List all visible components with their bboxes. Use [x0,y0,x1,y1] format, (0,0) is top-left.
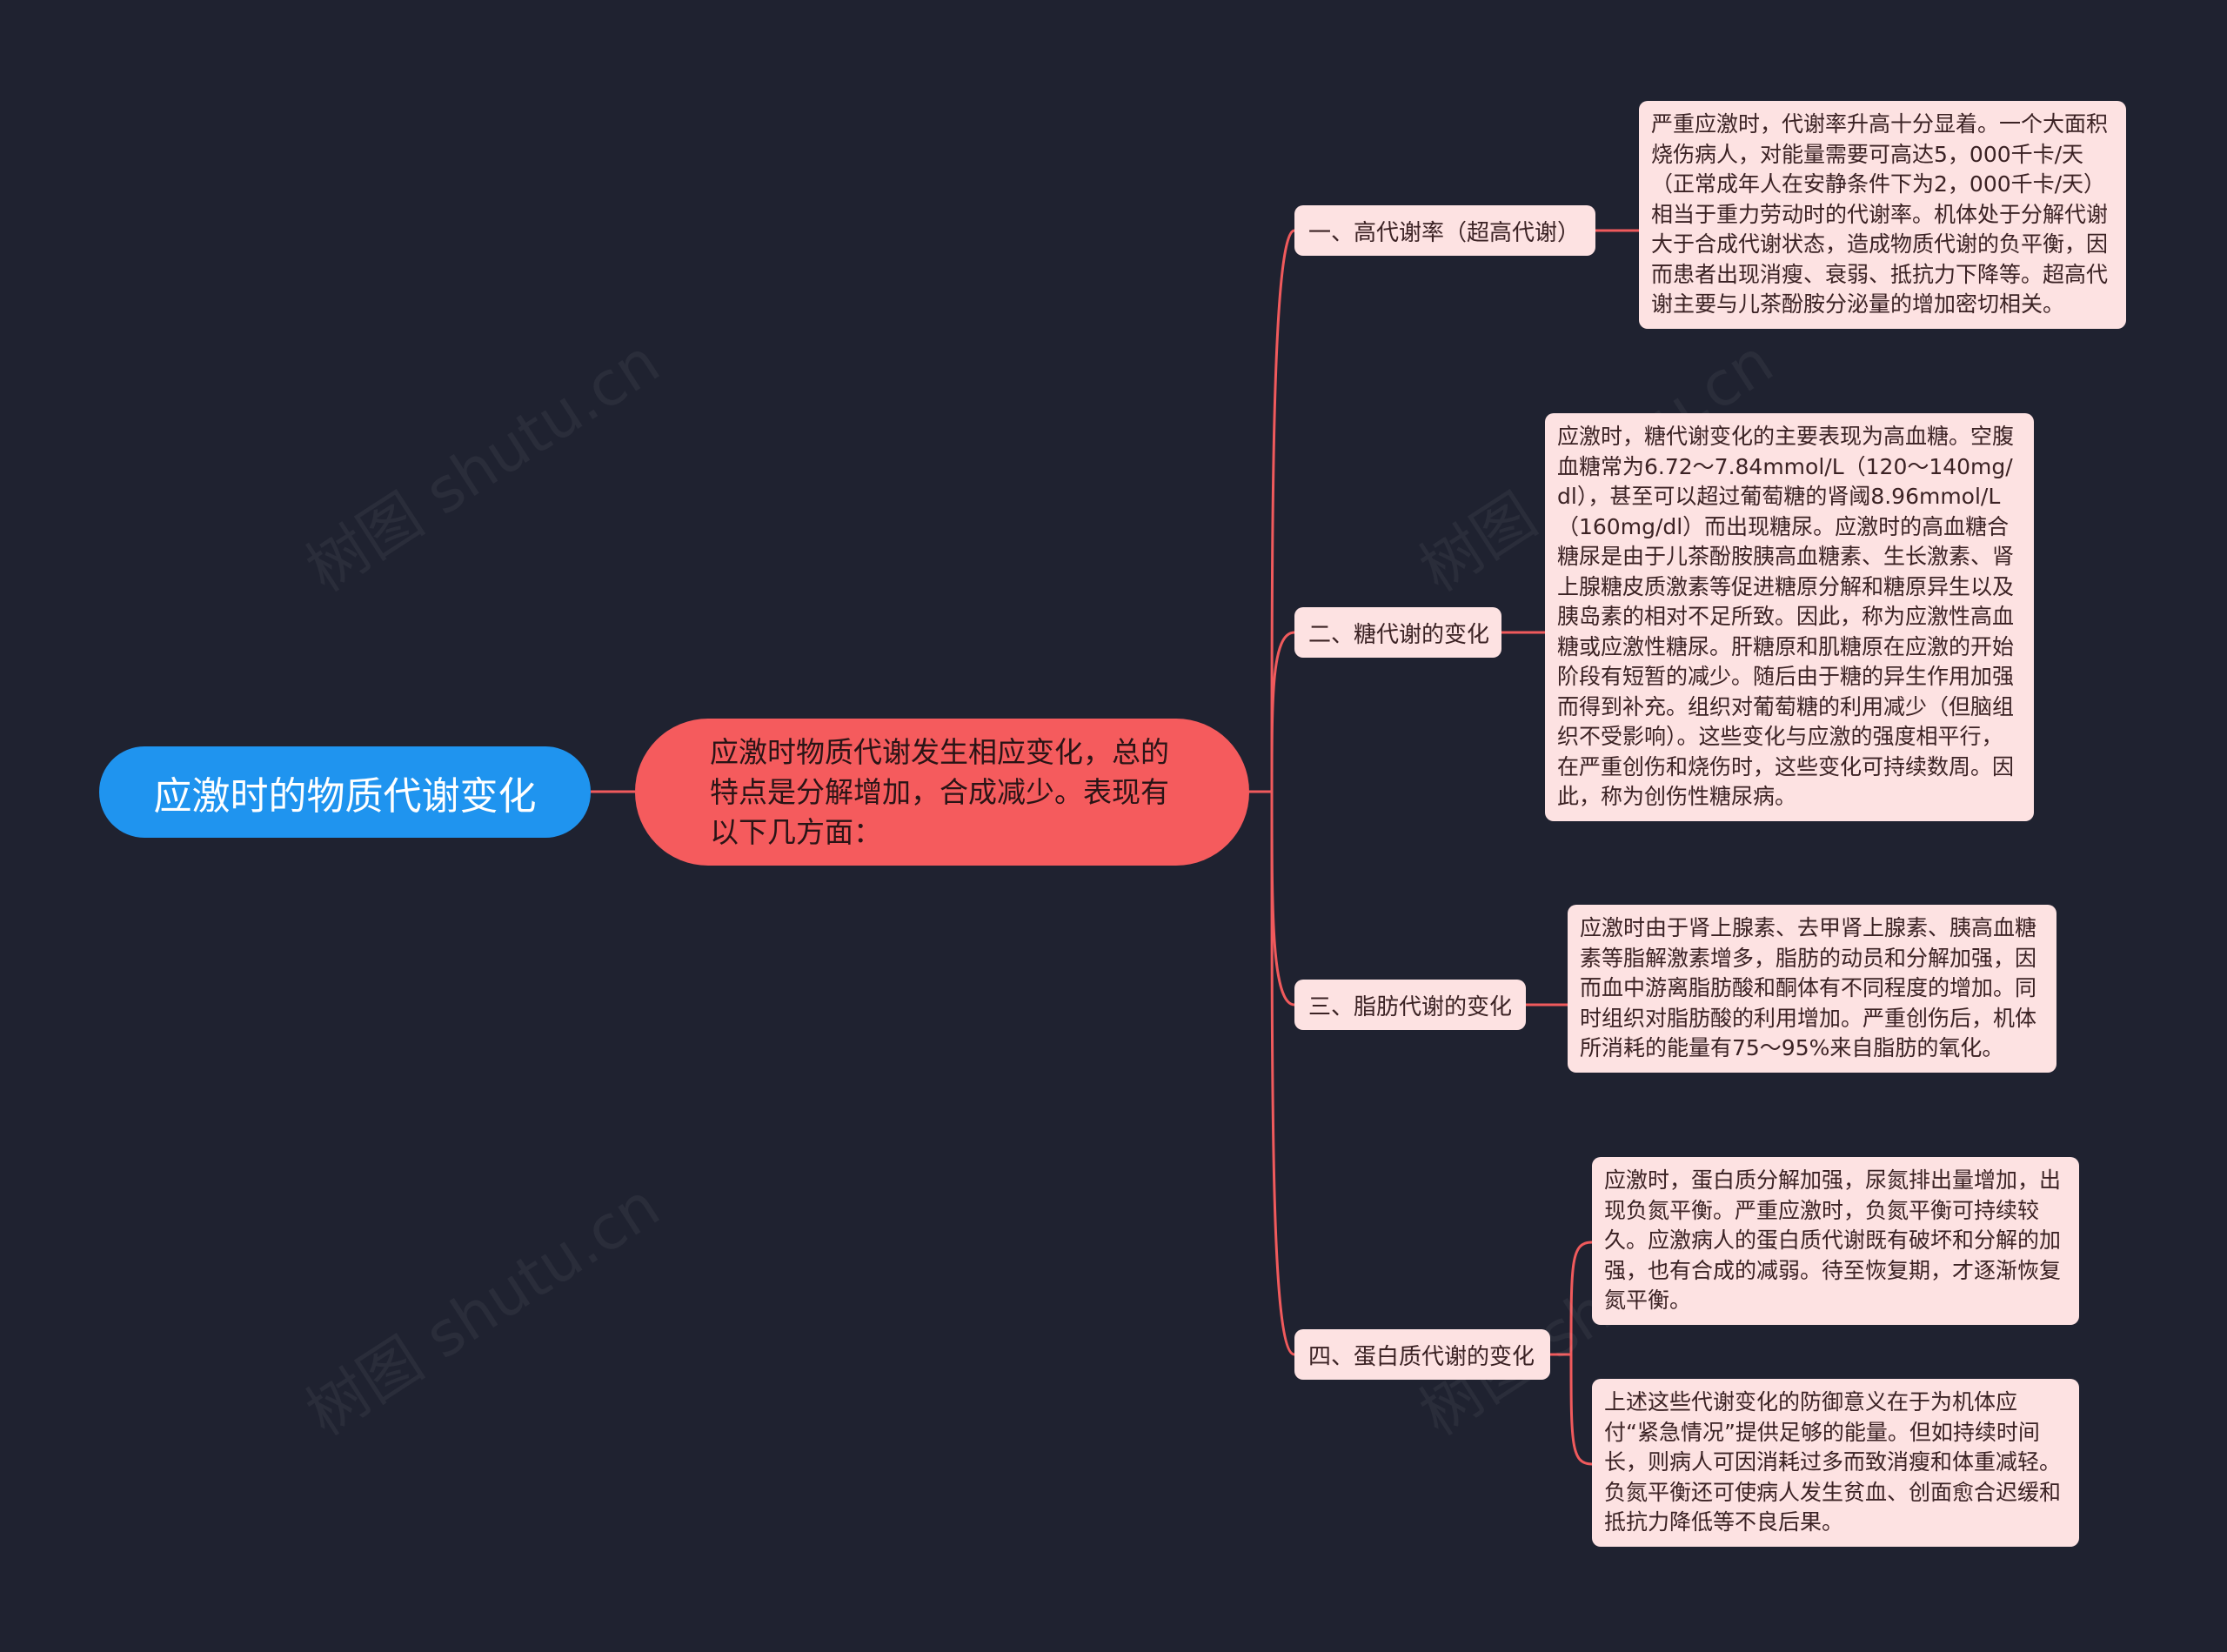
leaf-fat-detail[interactable]: 应激时由于肾上腺素、去甲肾上腺素、胰高血糖素等脂解激素增多，脂肪的动员和分解加强… [1568,905,2056,1073]
leaf-text: 严重应激时，代谢率升高十分显着。一个大面积烧伤病人，对能量需要可高达5，000千… [1651,111,2109,317]
connector-branch-3 [1270,791,1295,1007]
central-topic[interactable]: 应激时物质代谢发生相应变化，总的特点是分解增加，合成减少。表现有以下几方面： [635,719,1249,866]
branch-label: 三、脂肪代谢的变化 [1308,993,1513,1020]
branch-high-metabolism[interactable]: 一、高代谢率（超高代谢） [1294,205,1595,256]
root-topic[interactable]: 应激时的物质代谢变化 [99,746,591,838]
branch-fat-metabolism[interactable]: 三、脂肪代谢的变化 [1294,980,1526,1030]
leaf-text: 应激时由于肾上腺素、去甲肾上腺素、胰高血糖素等脂解激素增多，脂肪的动员和分解加强… [1580,915,2037,1060]
connector-leaf-4b [1569,1354,1593,1466]
leaf-high-metabolism-detail[interactable]: 严重应激时，代谢率升高十分显着。一个大面积烧伤病人，对能量需要可高达5，000千… [1639,101,2126,329]
branch-label: 一、高代谢率（超高代谢） [1308,219,1581,246]
leaf-text: 上述这些代谢变化的防御意义在于为机体应付“紧急情况”提供足够的能量。但如持续时间… [1604,1389,2062,1535]
branch-glucose-metabolism[interactable]: 二、糖代谢的变化 [1294,607,1501,658]
central-topic-label: 应激时物质代谢发生相应变化，总的特点是分解增加，合成减少。表现有以下几方面： [710,734,1169,849]
leaf-protein-detail[interactable]: 应激时，蛋白质分解加强，尿氮排出量增加，出现负氮平衡。严重应激时，负氮平衡可持续… [1592,1157,2079,1325]
root-topic-label: 应激时的物质代谢变化 [153,773,537,819]
branch-label: 二、糖代谢的变化 [1308,621,1490,648]
connector-branch-4 [1270,791,1295,1356]
connector-branch-1 [1270,229,1295,793]
leaf-glucose-detail[interactable]: 应激时，糖代谢变化的主要表现为高血糖。空腹血糖常为6.72～7.84mmol/L… [1545,413,2034,821]
leaf-text: 应激时，糖代谢变化的主要表现为高血糖。空腹血糖常为6.72～7.84mmol/L… [1557,424,2015,809]
branch-label: 四、蛋白质代谢的变化 [1308,1343,1535,1370]
connector-leaf-4a [1569,1241,1593,1355]
leaf-defense-significance[interactable]: 上述这些代谢变化的防御意义在于为机体应付“紧急情况”提供足够的能量。但如持续时间… [1592,1379,2079,1547]
connector-branch-2 [1270,631,1295,793]
branch-protein-metabolism[interactable]: 四、蛋白质代谢的变化 [1294,1329,1550,1380]
leaf-text: 应激时，蛋白质分解加强，尿氮排出量增加，出现负氮平衡。严重应激时，负氮平衡可持续… [1604,1167,2062,1313]
